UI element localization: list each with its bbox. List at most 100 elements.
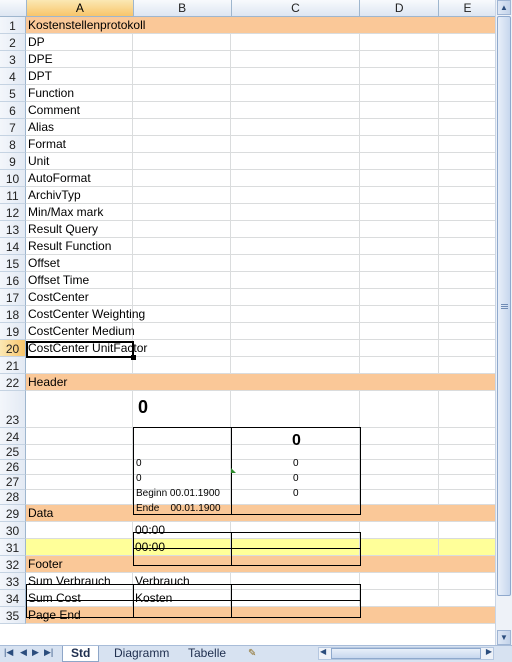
row-header[interactable]: 4 [0,68,26,85]
cell[interactable] [133,445,231,459]
cell[interactable] [439,445,496,459]
cell[interactable] [439,522,496,538]
cell[interactable] [231,522,360,538]
cell[interactable] [360,391,439,427]
cell[interactable] [439,102,496,118]
cell[interactable] [133,51,231,67]
row-header[interactable]: 9 [0,153,26,170]
cell[interactable] [133,374,231,390]
cell[interactable] [26,522,133,538]
cell[interactable]: Result Function [26,238,133,254]
cell[interactable] [360,102,439,118]
cell[interactable] [360,289,439,305]
cell[interactable] [231,357,360,373]
cell[interactable] [439,505,496,521]
row-header[interactable]: 19 [0,323,26,340]
sheet-tab-diagramm[interactable]: Diagramm [114,646,170,660]
cell[interactable]: Result Query [26,221,133,237]
row-header[interactable]: 14 [0,238,26,255]
cell[interactable] [439,607,496,623]
cell[interactable] [360,119,439,135]
cell[interactable] [360,539,439,555]
row-header[interactable]: 8 [0,136,26,153]
column-header-d[interactable]: D [360,0,440,16]
cell[interactable] [360,573,439,589]
sheet-tab-tabelle[interactable]: Tabelle [188,646,227,660]
cell[interactable]: CostCenter Medium [26,323,135,339]
cell[interactable]: DPE [26,51,133,67]
cell[interactable] [439,475,496,489]
row-header[interactable]: 33 [0,573,26,590]
cell[interactable] [133,102,231,118]
cell[interactable] [360,51,439,67]
row-header[interactable]: 11 [0,187,26,204]
cell[interactable] [439,391,496,427]
horizontal-scroll-thumb[interactable] [331,648,481,659]
row-header[interactable]: 1 [0,17,26,34]
row-header[interactable]: 27 [0,475,26,490]
row-header[interactable]: 15 [0,255,26,272]
cell[interactable] [231,340,360,356]
cell[interactable] [360,522,439,538]
cell[interactable] [439,374,496,390]
cell[interactable] [26,445,133,459]
cell[interactable] [439,255,496,271]
cell[interactable]: 00:00 [133,522,231,538]
scroll-down-icon[interactable]: ▼ [497,630,511,645]
cell[interactable]: 00:00 [133,539,231,555]
cell[interactable] [231,68,360,84]
cell[interactable] [231,323,360,339]
cell[interactable]: Offset Time [26,272,133,288]
cell[interactable] [231,238,360,254]
row-header[interactable]: 3 [0,51,26,68]
cell[interactable]: Header [26,374,133,390]
cell[interactable] [231,428,360,444]
row-header[interactable]: 6 [0,102,26,119]
cell[interactable] [360,490,439,504]
cell[interactable] [439,357,496,373]
cell[interactable] [360,323,439,339]
cell[interactable] [439,272,496,288]
cell[interactable]: Function [26,85,133,101]
cell[interactable] [133,323,231,339]
cell[interactable] [26,428,133,444]
cell[interactable]: Data [26,505,133,521]
row-header[interactable]: 28 [0,490,26,505]
cell[interactable] [439,187,496,203]
sheet-tab-std[interactable]: Std [62,646,100,662]
cell[interactable] [231,187,360,203]
cell[interactable]: DP [26,34,133,50]
cell[interactable] [133,238,231,254]
column-header-c[interactable]: C [232,0,361,16]
cell[interactable] [231,490,360,504]
cell[interactable] [439,17,496,33]
cell[interactable] [26,539,133,555]
select-all-corner[interactable] [0,0,27,16]
cell[interactable] [231,289,360,305]
row-header[interactable]: 25 [0,445,26,460]
cell[interactable]: Kosten [133,590,231,606]
cell[interactable] [360,34,439,50]
cell[interactable]: CostCenter Weighting [26,306,145,322]
cell[interactable]: AutoFormat [26,170,133,186]
cell[interactable] [360,556,439,572]
cell[interactable] [231,475,360,489]
cell[interactable] [439,556,496,572]
cell[interactable] [360,357,439,373]
cell[interactable] [360,170,439,186]
cell[interactable] [133,85,231,101]
first-sheet-icon[interactable]: |◀ [4,647,14,657]
cell[interactable] [360,306,439,322]
cell[interactable] [133,17,231,33]
row-header[interactable]: 16 [0,272,26,289]
row-header[interactable]: 29 [0,505,26,522]
cell[interactable] [231,391,360,427]
scroll-right-icon[interactable]: ▶ [485,647,492,656]
cell[interactable] [360,187,439,203]
row-header[interactable]: 18 [0,306,26,323]
cell[interactable] [231,573,360,589]
cell[interactable] [231,119,360,135]
cell[interactable] [360,590,439,606]
scroll-left-icon[interactable]: ◀ [320,647,327,656]
vertical-scroll-thumb[interactable] [497,16,511,596]
